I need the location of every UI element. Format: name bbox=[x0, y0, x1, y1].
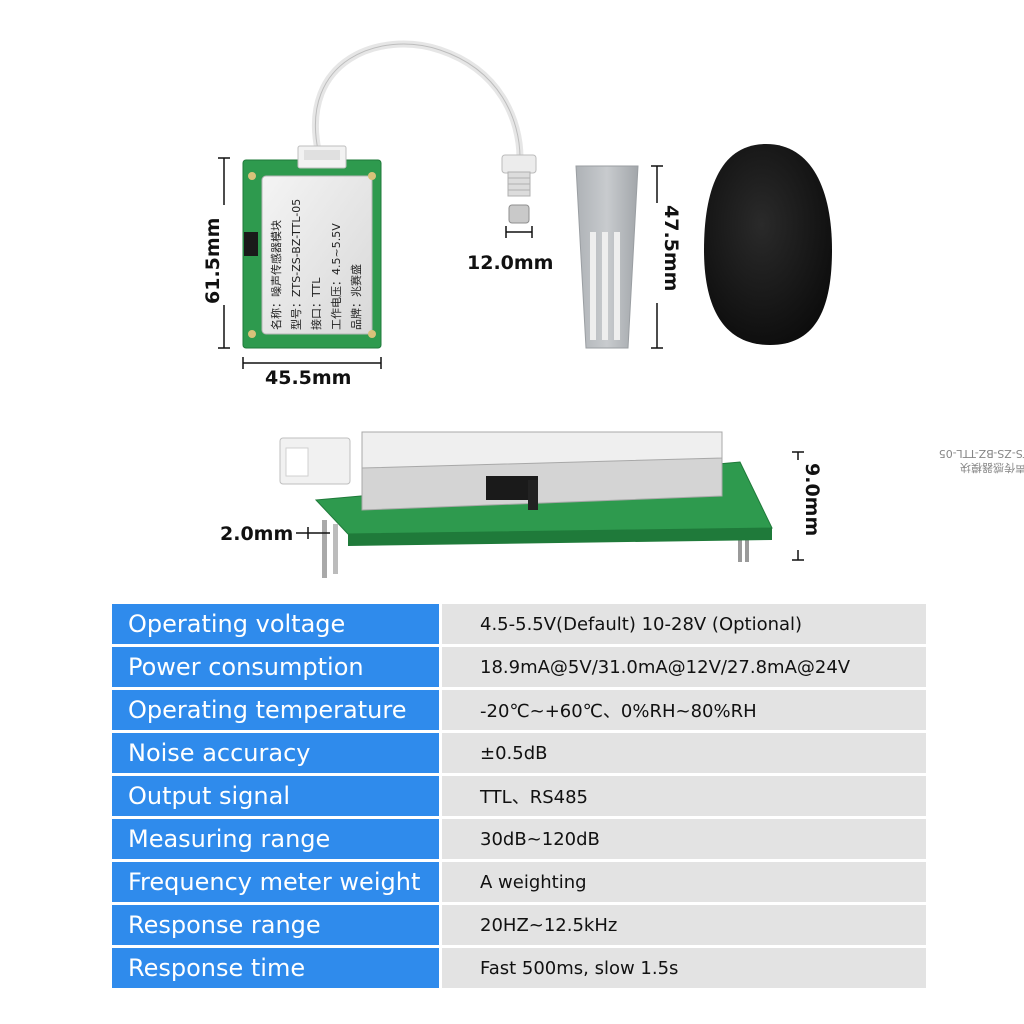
svg-text:名称：噪声传感器模块: 名称：噪声传感器模块 bbox=[960, 461, 1024, 475]
spec-value: 4.5-5.5V(Default) 10-28V (Optional) bbox=[442, 604, 926, 644]
dimension-windcap-height: 47.5mm bbox=[651, 165, 682, 349]
pin-offset-label: 2.0mm bbox=[220, 523, 293, 545]
spec-label: Operating voltage bbox=[112, 604, 439, 644]
spec-value: 20HZ~12.5kHz bbox=[442, 905, 926, 945]
svg-text:型号：ZTS-ZS-BZ-TTL-05: 型号：ZTS-ZS-BZ-TTL-05 bbox=[939, 447, 1024, 461]
foam-windscreen bbox=[704, 144, 832, 345]
mic-diameter-label: 12.0mm bbox=[467, 252, 553, 274]
spec-label: Output signal bbox=[112, 776, 439, 816]
spec-value: A weighting bbox=[442, 862, 926, 902]
board-label-interface: 接口：TTL bbox=[310, 277, 323, 330]
spec-label: Response time bbox=[112, 948, 439, 988]
board-label-brand: 品牌：兆赛盛 bbox=[349, 264, 363, 330]
board-width-label: 45.5mm bbox=[265, 367, 351, 389]
board-label-model: 型号：ZTS-ZS-BZ-TTL-05 bbox=[289, 199, 303, 330]
spec-label: Measuring range bbox=[112, 819, 439, 859]
spec-row: Noise accuracy±0.5dB bbox=[112, 733, 926, 773]
dimension-board-height: 61.5mm bbox=[202, 157, 230, 349]
dimension-board-thickness: 9.0mm bbox=[792, 451, 823, 561]
microphone-capsule: 12.0mm bbox=[467, 154, 553, 274]
dimension-board-width: 45.5mm bbox=[242, 357, 382, 389]
board-thickness-label: 9.0mm bbox=[801, 463, 823, 536]
spec-value: 30dB~120dB bbox=[442, 819, 926, 859]
board-label-voltage: 工作电压：4.5~5.5V bbox=[330, 223, 343, 330]
sensor-board-side: 名称：噪声传感器模块 型号：ZTS-ZS-BZ-TTL-05 bbox=[279, 431, 1024, 578]
sensor-board-front: 名称：噪声传感器模块 型号：ZTS-ZS-BZ-TTL-05 接口：TTL 工作… bbox=[242, 40, 524, 349]
board-label-name: 名称：噪声传感器模块 bbox=[269, 220, 283, 330]
windcap-height-label: 47.5mm bbox=[660, 205, 682, 291]
spec-value: ±0.5dB bbox=[442, 733, 926, 773]
spec-label: Power consumption bbox=[112, 647, 439, 687]
spec-label: Response range bbox=[112, 905, 439, 945]
spec-value: Fast 500ms, slow 1.5s bbox=[442, 948, 926, 988]
board-height-label: 61.5mm bbox=[202, 218, 224, 304]
product-figures: 名称：噪声传感器模块 型号：ZTS-ZS-BZ-TTL-05 接口：TTL 工作… bbox=[202, 40, 1024, 578]
spec-label: Frequency meter weight bbox=[112, 862, 439, 902]
spec-value: TTL、RS485 bbox=[442, 776, 926, 816]
spec-label: Operating temperature bbox=[112, 690, 439, 730]
spec-label: Noise accuracy bbox=[112, 733, 439, 773]
dimension-pin-offset: 2.0mm bbox=[220, 523, 330, 545]
wind-cap-grey bbox=[575, 165, 639, 349]
spec-value: -20℃~+60℃、0%RH~80%RH bbox=[442, 690, 926, 730]
spec-row: Operating temperature-20℃~+60℃、0%RH~80%R… bbox=[112, 690, 926, 730]
spec-value: 18.9mA@5V/31.0mA@12V/27.8mA@24V bbox=[442, 647, 926, 687]
